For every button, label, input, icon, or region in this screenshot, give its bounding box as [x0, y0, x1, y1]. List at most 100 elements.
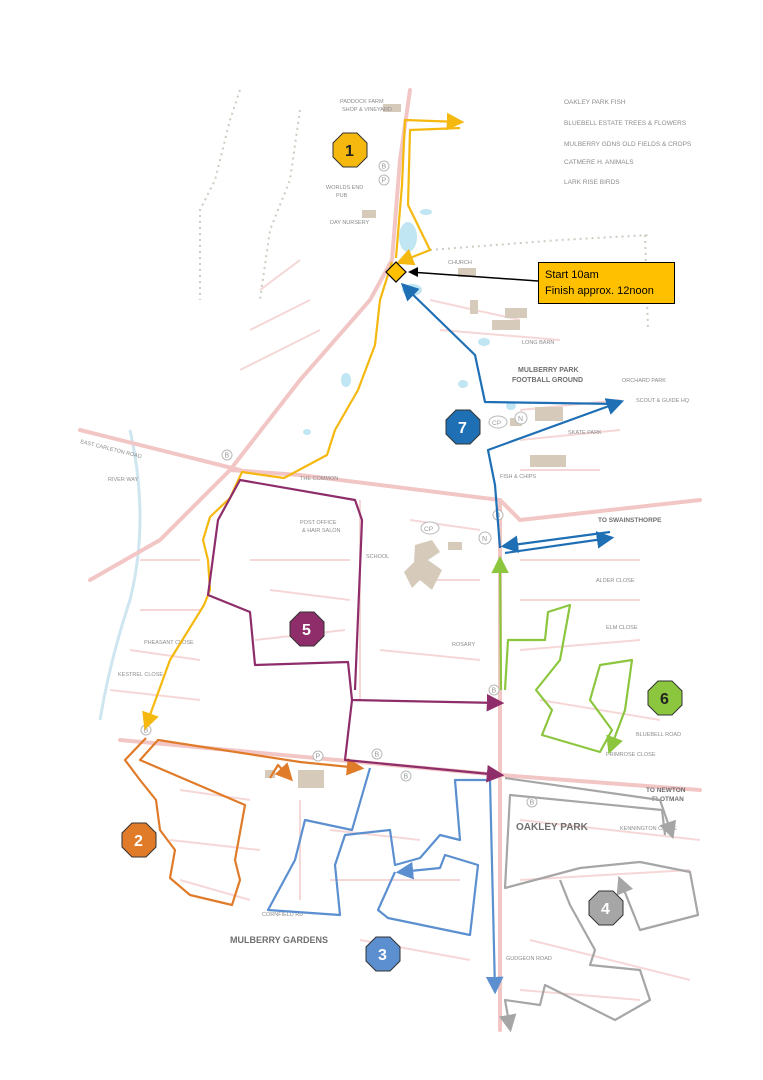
- label-cornfield-rd: CORNFIELD RD: [262, 912, 303, 918]
- label-shop-vineyard: SHOP & VINEYARD: [342, 107, 392, 113]
- label-gudgeon-road: GUDGEON ROAD: [506, 956, 552, 962]
- label-long-barn: LONG BARN: [522, 340, 554, 346]
- label-mulberry-park: MULBERRY PARK: [518, 367, 579, 374]
- route-4-path: [499, 879, 652, 1033]
- bus-stop-marker: B: [371, 748, 383, 760]
- label-pub: PUB: [336, 193, 348, 199]
- label-alder-close: ALDER CLOSE: [596, 578, 635, 584]
- svg-text:B: B: [530, 800, 535, 807]
- legend-item: MULBERRY GDNS OLD FIELDS & CROPS: [564, 141, 692, 148]
- svg-text:2: 2: [134, 833, 143, 850]
- svg-text:P: P: [316, 754, 321, 761]
- svg-text:N: N: [482, 536, 487, 543]
- route-1-badge: 1: [332, 132, 368, 168]
- route-6-badge: 6: [647, 680, 683, 716]
- svg-text:N: N: [518, 416, 523, 423]
- community-centre-marker: CP: [420, 521, 440, 535]
- legend-item: LARK RISE BIRDS: [564, 179, 620, 186]
- svg-text:4: 4: [601, 901, 610, 918]
- base-map: [78, 88, 702, 1032]
- label-hair-salon: & HAIR SALON: [302, 528, 341, 534]
- label-the-common: THE COMMON: [300, 476, 338, 482]
- legend-item: BLUEBELL ESTATE TREES & FLOWERS: [564, 120, 687, 127]
- map-markers: B P B N CP CP N B B B B P B B: [140, 160, 538, 808]
- bus-stop-marker: B: [378, 160, 390, 172]
- route-5-path: [343, 699, 505, 783]
- svg-text:7: 7: [458, 420, 467, 437]
- start-finish-callout: Start 10am Finish approx. 12noon: [538, 262, 675, 304]
- label-pheasant-close: PHEASANT CLOSE: [144, 640, 194, 646]
- route-2-path: [269, 762, 293, 782]
- phone-marker: P: [312, 750, 324, 762]
- svg-text:B: B: [375, 752, 380, 759]
- route-7-path: [504, 531, 615, 555]
- label-river-way: RIVER WAY: [108, 477, 139, 483]
- route-badges: 1 2 3 4 5 6 7: [121, 132, 683, 972]
- label-school: SCHOOL: [366, 554, 389, 560]
- label-post-office: POST OFFICE: [300, 520, 337, 526]
- start-finish-marker: [385, 261, 539, 283]
- label-worlds-end: WORLDS END: [326, 185, 363, 191]
- label-day-nursery: DAY NURSERY: [330, 220, 369, 226]
- label-football-ground: FOOTBALL GROUND: [512, 377, 583, 384]
- svg-text:CP: CP: [492, 420, 501, 427]
- label-skate-park: SKATE PARK: [568, 430, 602, 436]
- svg-text:6: 6: [660, 691, 669, 708]
- route-5-badge: 5: [289, 611, 325, 647]
- route-7-path: [486, 398, 625, 549]
- bus-stop-marker: B: [140, 724, 152, 736]
- route-1-path: [394, 112, 465, 259]
- label-rosary: ROSARY: [452, 642, 475, 648]
- north-marker: N: [514, 411, 528, 425]
- label-kestrel-close: KESTREL CLOSE: [118, 672, 163, 678]
- label-mulberry-gardens: MULBERRY GARDENS: [230, 935, 328, 945]
- label-orchard-park: ORCHARD PARK: [622, 378, 666, 384]
- route-7-badge: 7: [445, 409, 481, 445]
- label-primrose-close: PRIMROSE CLOSE: [606, 752, 656, 758]
- route-3-path: [266, 767, 504, 995]
- svg-text:5: 5: [302, 622, 311, 639]
- svg-text:3: 3: [378, 947, 387, 964]
- finish-time-text: Finish approx. 12noon: [545, 285, 654, 297]
- route-4-path: [504, 776, 677, 840]
- svg-text:B: B: [225, 453, 230, 460]
- svg-text:B: B: [382, 164, 387, 171]
- label-bluebell-road: BLUEBELL ROAD: [636, 732, 681, 738]
- label-paddock-farm: PADDOCK FARM: [340, 99, 384, 105]
- bus-stop-marker: B: [488, 684, 500, 696]
- svg-text:B: B: [144, 728, 149, 735]
- route-3-badge: 3: [365, 936, 401, 972]
- route-2-badge: 2: [121, 822, 157, 858]
- label-oakley-park: OAKLEY PARK: [516, 822, 589, 833]
- label-kennington-close: KENNINGTON CLOSE: [620, 826, 677, 832]
- route-4-path: [503, 793, 700, 932]
- legend-item: OAKLEY PARK FISH: [564, 99, 626, 106]
- svg-text:P: P: [382, 178, 387, 185]
- svg-text:B: B: [492, 688, 497, 695]
- label-to-swainsthorpe: TO SWAINSTHORPE: [598, 517, 662, 524]
- start-time-text: Start 10am: [545, 269, 599, 281]
- label-fish-chips: FISH & CHIPS: [500, 474, 536, 480]
- legend: OAKLEY PARK FISH BLUEBELL ESTATE TREES &…: [564, 99, 692, 186]
- route-4-badge: 4: [588, 890, 624, 926]
- label-flotman: FLOTMAN: [652, 796, 684, 803]
- route-6-path: [503, 603, 634, 755]
- label-church: CHURCH: [448, 260, 472, 266]
- bus-stop-marker: B: [221, 449, 233, 461]
- svg-text:CP: CP: [424, 526, 433, 533]
- route-3-path: [376, 853, 480, 937]
- label-scout-hq: SCOUT & GUIDE HQ: [636, 398, 690, 404]
- svg-text:1: 1: [345, 143, 354, 160]
- route-5-path: [206, 478, 505, 712]
- route-1-path: [395, 126, 461, 266]
- route-2-path: [123, 737, 365, 907]
- legend-item: CATMERE H. ANIMALS: [564, 159, 634, 166]
- route-7-path: [400, 282, 621, 406]
- svg-text:B: B: [404, 774, 409, 781]
- route-7-path: [500, 530, 611, 553]
- community-centre-marker: CP: [488, 415, 508, 429]
- bus-stop-marker: B: [400, 770, 412, 782]
- label-to-newton: TO NEWTON: [646, 787, 686, 794]
- route-1-path: [142, 261, 394, 731]
